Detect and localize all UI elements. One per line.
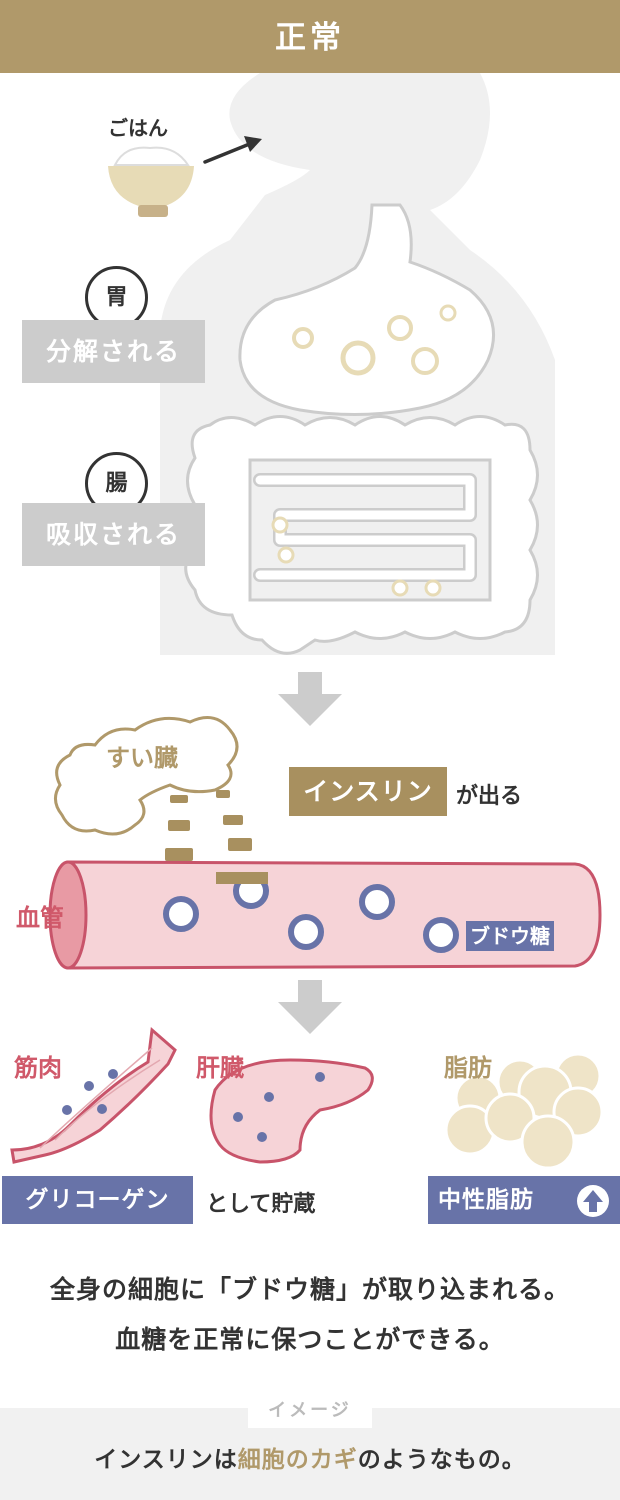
- intestine-action-tag: 吸収される: [22, 503, 205, 566]
- muscle-label: 筋肉: [14, 1054, 62, 1082]
- glycogen-tag: グリコーゲン: [2, 1176, 193, 1224]
- summary-line-1: 全身の細胞に「ブドウ糖」が取り込まれる。: [49, 1275, 570, 1304]
- image-note-label: イメージ: [248, 1392, 372, 1428]
- image-note-highlight-1: 細胞の: [237, 1447, 310, 1473]
- image-note-after: のようなもの。: [357, 1447, 526, 1473]
- insulin-tag: インスリン: [289, 767, 447, 816]
- blood-vessel: [48, 860, 602, 970]
- arrow-up-circle-icon: [577, 1185, 609, 1217]
- glucose-label: ブドウ糖: [466, 921, 554, 951]
- stomach-action-tag: 分解される: [22, 320, 205, 383]
- rice-bowl-icon: [108, 146, 194, 217]
- image-note-text: インスリンは細胞のカギのようなもの。: [0, 1440, 620, 1474]
- fat-tag: 中性脂肪: [428, 1176, 620, 1224]
- vessel-label: 血管: [16, 904, 64, 932]
- page-title: 正常: [0, 0, 620, 73]
- fat-tag-label: 中性脂肪: [438, 1187, 534, 1213]
- down-arrow-icon: [278, 672, 342, 726]
- glycogen-suffix: として貯蔵: [206, 1192, 316, 1217]
- fat-label: 脂肪: [444, 1054, 492, 1082]
- summary-line-2: 血糖を正常に保つことができる。: [115, 1325, 505, 1354]
- stomach-shape: [238, 203, 496, 417]
- insulin-suffix: が出る: [456, 784, 523, 809]
- pancreas-label: すい臓: [106, 744, 178, 772]
- liver-illustration: [209, 1058, 374, 1164]
- down-arrow-icon: [278, 980, 342, 1034]
- food-label: ごはん: [108, 116, 168, 140]
- image-note-before: インスリンは: [94, 1447, 238, 1473]
- image-note-highlight-2: カギ: [309, 1447, 358, 1473]
- stomach-badge: 胃: [85, 266, 148, 329]
- pancreas-shape: [54, 716, 239, 836]
- arrow-right-icon: [203, 136, 262, 164]
- liver-label: 肝臓: [196, 1054, 244, 1082]
- fat-cells-illustration: [444, 1052, 604, 1170]
- muscle-illustration: [10, 1027, 177, 1164]
